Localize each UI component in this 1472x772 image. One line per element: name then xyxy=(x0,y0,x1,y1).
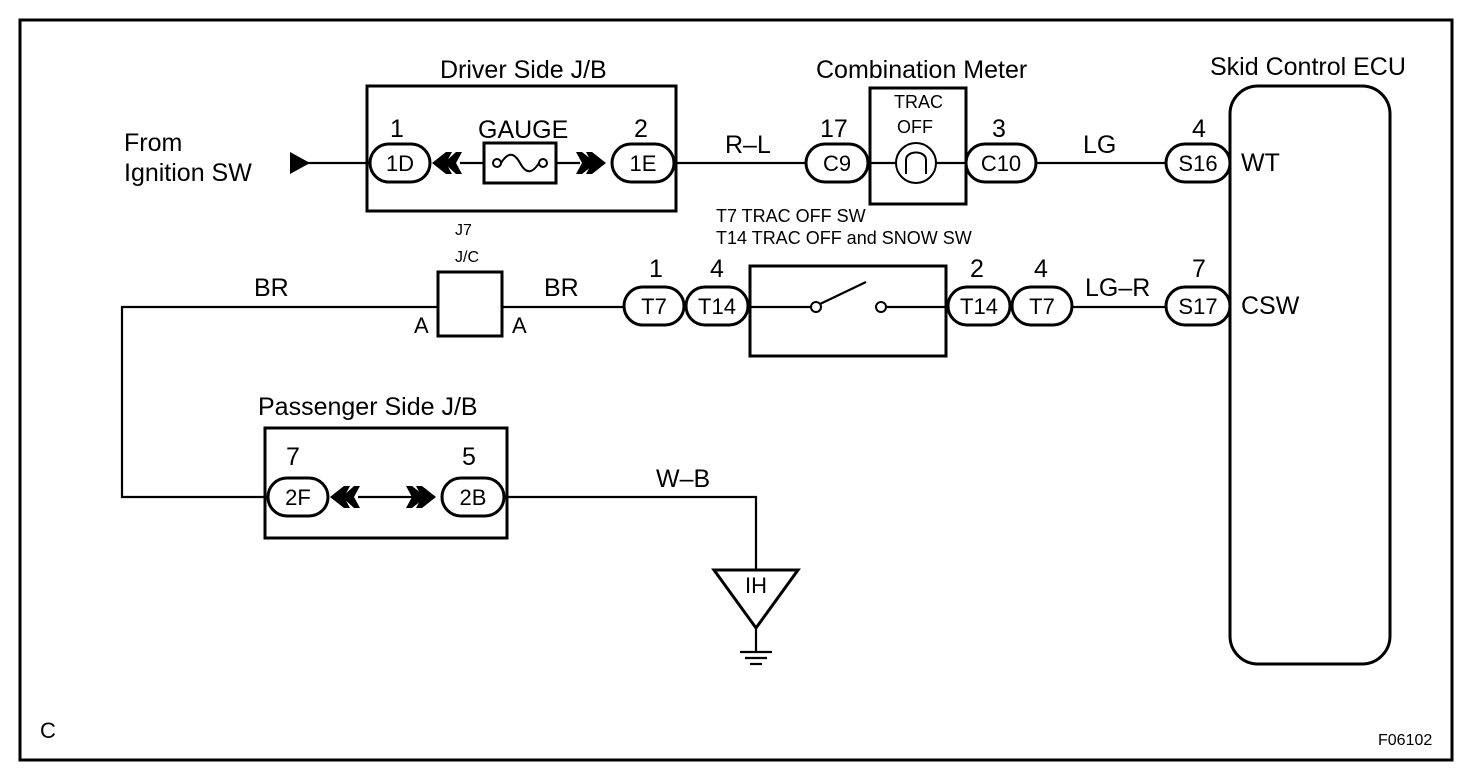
switch-pin-t7-left-code: T7 xyxy=(641,294,667,319)
fuse-terminal-left xyxy=(492,158,502,168)
switch-pin-t14-left-code: T14 xyxy=(698,294,736,319)
switch-pin-t14-left-number: 4 xyxy=(710,255,724,283)
ecu-terminal-csw: CSW xyxy=(1241,292,1300,320)
combination-meter-box xyxy=(868,86,968,206)
diagram-frame xyxy=(18,18,1454,762)
ecu-pin-s16-number: 4 xyxy=(1192,115,1206,143)
switch-connector-t14-right xyxy=(946,285,1012,327)
switch-contact-right xyxy=(875,301,887,313)
trac-off-lamp-label-line2: OFF xyxy=(897,117,933,137)
wire-br-left xyxy=(120,305,438,499)
ecu-terminal-wt: WT xyxy=(1241,149,1280,177)
passenger-jb-box xyxy=(263,426,509,540)
switch-lever-icon xyxy=(819,281,867,305)
wire-wb xyxy=(504,495,758,570)
ecu-pin-s16-code: S16 xyxy=(1178,151,1217,176)
passenger-jb-title: Passenger Side J/B xyxy=(258,393,478,421)
meter-pin-c9-code: C9 xyxy=(823,151,851,176)
driver-jb-pin-1d-code: 1D xyxy=(386,151,414,176)
meter-pin-c10-number: 3 xyxy=(992,115,1006,143)
wire-lgr-label: LG–R xyxy=(1085,274,1150,302)
switch-caption-line1: T7 TRAC OFF SW xyxy=(716,206,866,226)
meter-pin-c9-number: 17 xyxy=(820,115,848,143)
ecu-box xyxy=(1228,84,1392,666)
switch-pin-t14-right-code: T14 xyxy=(960,294,998,319)
switch-pin-t7-right-code: T7 xyxy=(1029,294,1055,319)
wire-br-left-label: BR xyxy=(254,274,289,302)
junction-j7-box xyxy=(436,270,504,338)
fuse-gauge-label: GAUGE xyxy=(478,116,568,144)
passenger-jb-pin-2f-number: 7 xyxy=(286,443,300,471)
trac-off-lamp-icon xyxy=(895,142,937,184)
ecu-pin-s17-number: 7 xyxy=(1192,255,1206,283)
passenger-jb-chevron-right xyxy=(406,486,426,508)
fuse-element-icon xyxy=(500,153,540,173)
driver-jb-chevron-right-2 xyxy=(586,152,606,174)
passenger-jb-chevron-right-2 xyxy=(416,486,436,508)
switch-pin-t7-left-number: 1 xyxy=(649,255,663,283)
meter-pin-c10-code: C10 xyxy=(981,151,1021,176)
ecu-connector-s17 xyxy=(1164,285,1232,327)
trac-off-lamp-filament xyxy=(905,151,927,174)
wire-br-right-label: BR xyxy=(544,274,579,302)
source-label-line2: Ignition SW xyxy=(124,159,252,187)
wire-rl-label: R–L xyxy=(725,131,771,159)
switch-connector-t7-left xyxy=(622,285,686,327)
ecu-connector-s16 xyxy=(1164,142,1232,184)
ecu-title: Skid Control ECU xyxy=(1210,53,1406,81)
source-label-line1: From xyxy=(124,129,182,157)
driver-jb-title: Driver Side J/B xyxy=(440,56,607,84)
passenger-jb-pin-2f-code: 2F xyxy=(285,485,311,510)
switch-contact-left xyxy=(810,301,822,313)
driver-jb-chevron-left xyxy=(432,152,452,174)
junction-pin-right: A xyxy=(512,313,527,338)
trac-off-lamp-label-line1: TRAC xyxy=(894,92,943,112)
fuse-terminal-right xyxy=(538,158,548,168)
driver-jb-pin-1d-number: 1 xyxy=(390,115,404,143)
passenger-jb-chevron-left xyxy=(330,486,350,508)
passenger-jb-chevron-left-2 xyxy=(342,486,360,508)
driver-jb-connector-1d xyxy=(368,142,432,184)
switch-pin-t14-right-number: 2 xyxy=(970,255,984,283)
combination-meter-title: Combination Meter xyxy=(816,56,1027,84)
switch-caption-line2: T14 TRAC OFF and SNOW SW xyxy=(716,228,972,248)
ground-point-ih xyxy=(711,568,801,631)
junction-label-line1: J7 xyxy=(455,222,472,239)
passenger-jb-pin-2b-number: 5 xyxy=(462,443,476,471)
trac-off-switch-box xyxy=(748,264,948,358)
figure-code: F06102 xyxy=(1378,732,1432,749)
junction-label-line2: J/C xyxy=(455,249,479,266)
junction-pin-left: A xyxy=(414,313,429,338)
driver-jb-chevron-left-2 xyxy=(444,152,462,174)
driver-jb-pin-1e-code: 1E xyxy=(630,151,657,176)
passenger-jb-pin-2b-code: 2B xyxy=(460,485,487,510)
passenger-jb-connector-2f xyxy=(266,476,330,518)
driver-jb-chevron-right xyxy=(576,152,596,174)
driver-jb-box xyxy=(365,84,678,213)
switch-pin-t7-right-number: 4 xyxy=(1034,255,1048,283)
ecu-pin-s17-code: S17 xyxy=(1178,294,1217,319)
ground-point-ih-code: IH xyxy=(745,573,767,598)
wire-wb-label: W–B xyxy=(656,465,710,493)
driver-jb-pin-1e-number: 2 xyxy=(634,115,648,143)
corner-label: C xyxy=(40,718,56,743)
wire-lg-label: LG xyxy=(1083,131,1116,159)
